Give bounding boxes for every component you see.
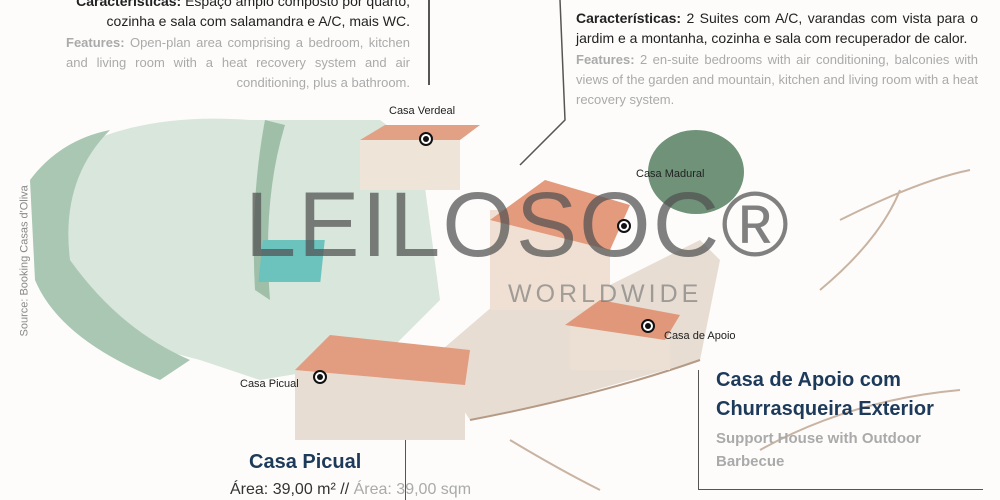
picual-area: Área: 39,00 m² // Área: 39,00 sqm [230,480,471,500]
map-label-apoio: Casa de Apoio [664,330,736,342]
map-label-verdeal: Casa Verdeal [389,105,456,117]
picual-title: Casa Picual [249,451,362,473]
map-pin-icon[interactable] [313,370,327,384]
image-source: Source: Booking Casas d'Oliva [18,185,31,337]
features-text-pt: Espaço amplo composto por quarto, cozinh… [106,0,410,29]
map-pin-icon[interactable] [419,132,433,146]
apoio-subtitle-2: Barbecue [716,453,785,470]
area-pt: Área: 39,00 m² // [230,481,350,498]
casa-verdeal-description: Características: Espaço amplo composto p… [66,0,410,93]
divider [428,0,430,85]
apoio-subtitle-1: Support House with Outdoor [716,430,921,447]
divider [698,370,699,490]
watermark-logo: LEILOSOC® [245,174,791,276]
features-text-en: Open-plan area comprising a bedroom, kit… [66,35,410,90]
map-pin-icon[interactable] [641,319,655,333]
area-en: Área: 39,00 sqm [349,481,472,498]
apoio-title-1: Casa de Apoio com [716,369,901,391]
features-label-pt: Características: [576,10,682,26]
divider [405,440,406,500]
features-label-pt: Características: [76,0,182,9]
watermark-sub: WORLDWIDE [508,280,703,308]
map-label-madural: Casa Madural [636,168,705,180]
apoio-title-2: Churrasqueira Exterior [716,398,934,420]
features-label-en: Features: [66,35,125,50]
features-label-en: Features: [576,52,635,67]
divider [698,489,983,490]
map-label-picual: Casa Picual [240,378,299,390]
features-text-pt: 2 Suites com A/C, varandas com vista par… [576,10,978,46]
casa-madural-description: Características: 2 Suites com A/C, varan… [576,8,978,110]
map-pin-icon[interactable] [617,219,631,233]
features-text-en: 2 en-suite bedrooms with air conditionin… [576,52,978,107]
